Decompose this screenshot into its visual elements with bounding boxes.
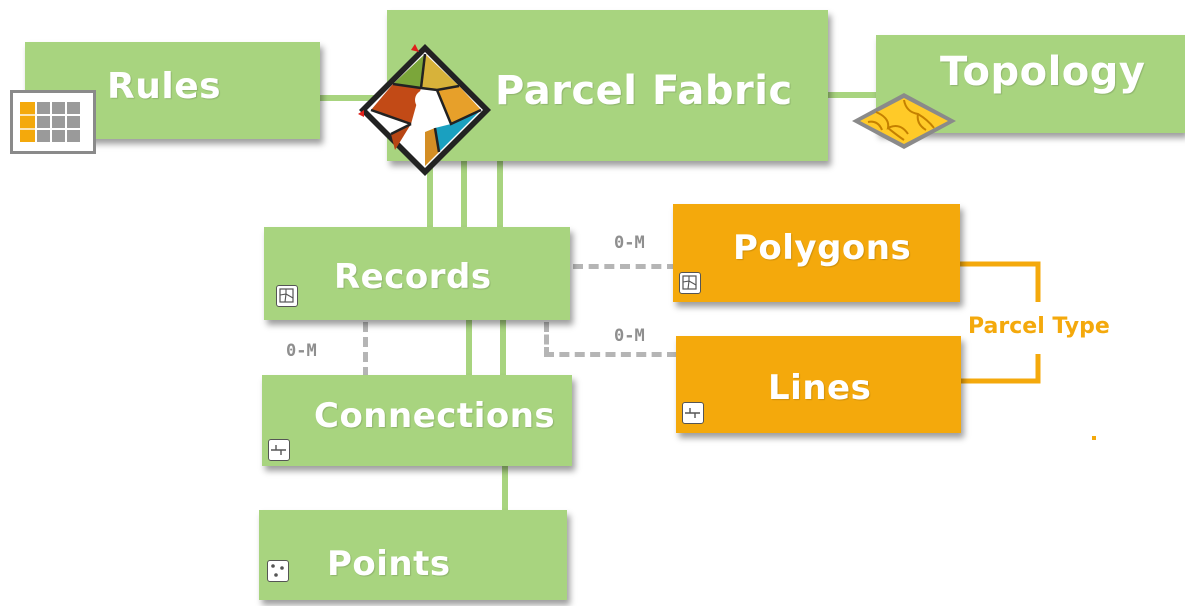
lines-label: Lines bbox=[768, 368, 872, 408]
records-lines-link-horizontal bbox=[544, 352, 677, 357]
points-node[interactable]: Points bbox=[259, 510, 567, 600]
points-label: Points bbox=[327, 544, 451, 584]
records-polygons-link bbox=[573, 264, 677, 269]
fabric-records-connector-2 bbox=[461, 160, 467, 232]
cardinality-records-lines: 0-M bbox=[614, 326, 645, 346]
topology-icon bbox=[852, 93, 956, 149]
records-lines-link-vertical bbox=[544, 322, 549, 357]
fabric-records-connector-3 bbox=[497, 160, 503, 232]
cardinality-records-polygons: 0-M bbox=[614, 233, 645, 253]
parcel-type-label: Parcel Type bbox=[968, 314, 1110, 339]
stray-dot bbox=[1092, 436, 1096, 440]
records-connections-connector-1 bbox=[466, 318, 472, 378]
line-feature-icon bbox=[268, 439, 290, 461]
topology-label: Topology bbox=[940, 49, 1146, 95]
point-feature-icon bbox=[267, 560, 289, 582]
polygons-node[interactable]: Polygons bbox=[673, 204, 960, 302]
polygons-label: Polygons bbox=[733, 228, 912, 268]
connections-node[interactable]: Connections bbox=[262, 375, 572, 466]
records-connections-link bbox=[363, 322, 368, 377]
connections-points-connector bbox=[502, 465, 508, 515]
rules-label: Rules bbox=[107, 66, 222, 107]
polygon-feature-icon bbox=[679, 272, 701, 294]
fabric-topology-connector bbox=[828, 92, 878, 98]
parcel-type-bracket bbox=[960, 261, 1041, 384]
parcel-fabric-label: Parcel Fabric bbox=[495, 68, 793, 114]
line-feature-icon bbox=[682, 402, 704, 424]
lines-node[interactable]: Lines bbox=[676, 336, 961, 433]
parcel-fabric-icon bbox=[358, 44, 491, 176]
polygon-feature-icon bbox=[276, 285, 298, 307]
fabric-records-connector-1 bbox=[427, 160, 433, 232]
records-node[interactable]: Records bbox=[264, 227, 570, 320]
records-connections-connector-2 bbox=[500, 318, 506, 378]
connections-label: Connections bbox=[314, 396, 556, 436]
records-label: Records bbox=[334, 257, 492, 297]
cardinality-records-connections: 0-M bbox=[286, 341, 317, 361]
rules-fabric-connector bbox=[320, 95, 390, 101]
rules-table-icon bbox=[10, 90, 96, 154]
